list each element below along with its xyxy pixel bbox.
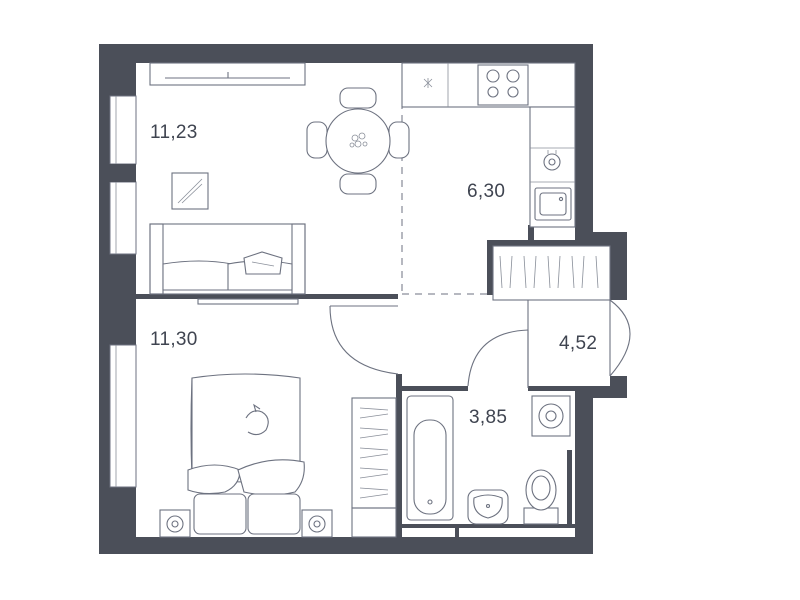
windows [99,95,137,488]
bathtub-icon [406,395,454,521]
picture-frame-icon [171,172,209,210]
exterior-walls [99,44,627,554]
kitchen-sink-icon [534,187,572,221]
bedroom-wardrobe-icon [351,397,397,538]
bathroom-area: 3,85 [469,407,507,428]
kitchen-area: 6,30 [467,181,505,202]
hall-wardrobe-icon [492,245,611,301]
bathroom-sink-icon [467,489,509,525]
bedroom-area: 11,30 [150,329,198,350]
interior-walls [136,225,610,537]
radiator-icon [197,298,299,305]
nightstand-left-icon [159,509,191,538]
washing-machine-icon [531,395,571,437]
nightstand-right-icon [301,509,333,538]
zone-divider [401,63,487,295]
dining-table-icon [306,87,410,195]
cooktop-icon [477,64,529,106]
hallway-area: 4,52 [559,333,597,354]
living-room-area: 11,23 [150,122,198,143]
toilet-icon [523,469,559,525]
boiler-icon [543,150,561,171]
bed-icon [187,373,305,535]
ventilation-icon [423,78,433,88]
tv-icon [149,62,306,86]
sofa-icon [149,223,306,295]
door-swings [329,299,631,388]
